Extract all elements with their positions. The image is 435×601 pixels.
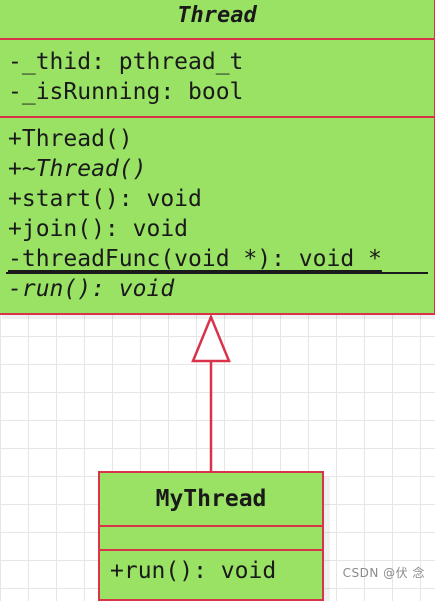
class-mythread-attributes	[100, 527, 322, 551]
operation-start: +start(): void	[8, 186, 202, 212]
attribute-thid: -_thid: pthread_t	[8, 49, 244, 75]
attribute-isrunning: -_isRunning: bool	[8, 79, 244, 105]
operation-run-abstract: -run(): void	[8, 276, 175, 302]
class-thread-operations: +Thread() +~Thread() +start(): void +joi…	[0, 118, 434, 304]
class-mythread-name: MyThread	[100, 473, 322, 527]
operation-divider	[6, 272, 428, 274]
operation-join: +join(): void	[8, 216, 189, 242]
class-mythread[interactable]: MyThread +run(): void	[98, 471, 324, 601]
operation-constructor: +Thread()	[8, 126, 133, 152]
generalization-triangle-icon	[191, 313, 231, 363]
class-thread-attributes: -_thid: pthread_t -_isRunning: bool	[0, 40, 434, 118]
operation-run: +run(): void	[110, 558, 277, 584]
operation-destructor: +~Thread()	[8, 156, 147, 182]
operation-threadfunc: -threadFunc(void *): void *	[8, 246, 382, 272]
watermark: CSDN @伏 念	[342, 566, 425, 580]
class-thread[interactable]: Thread -_thid: pthread_t -_isRunning: bo…	[0, 0, 435, 315]
class-thread-name: Thread	[0, 0, 434, 40]
class-mythread-operations: +run(): void	[100, 551, 322, 586]
